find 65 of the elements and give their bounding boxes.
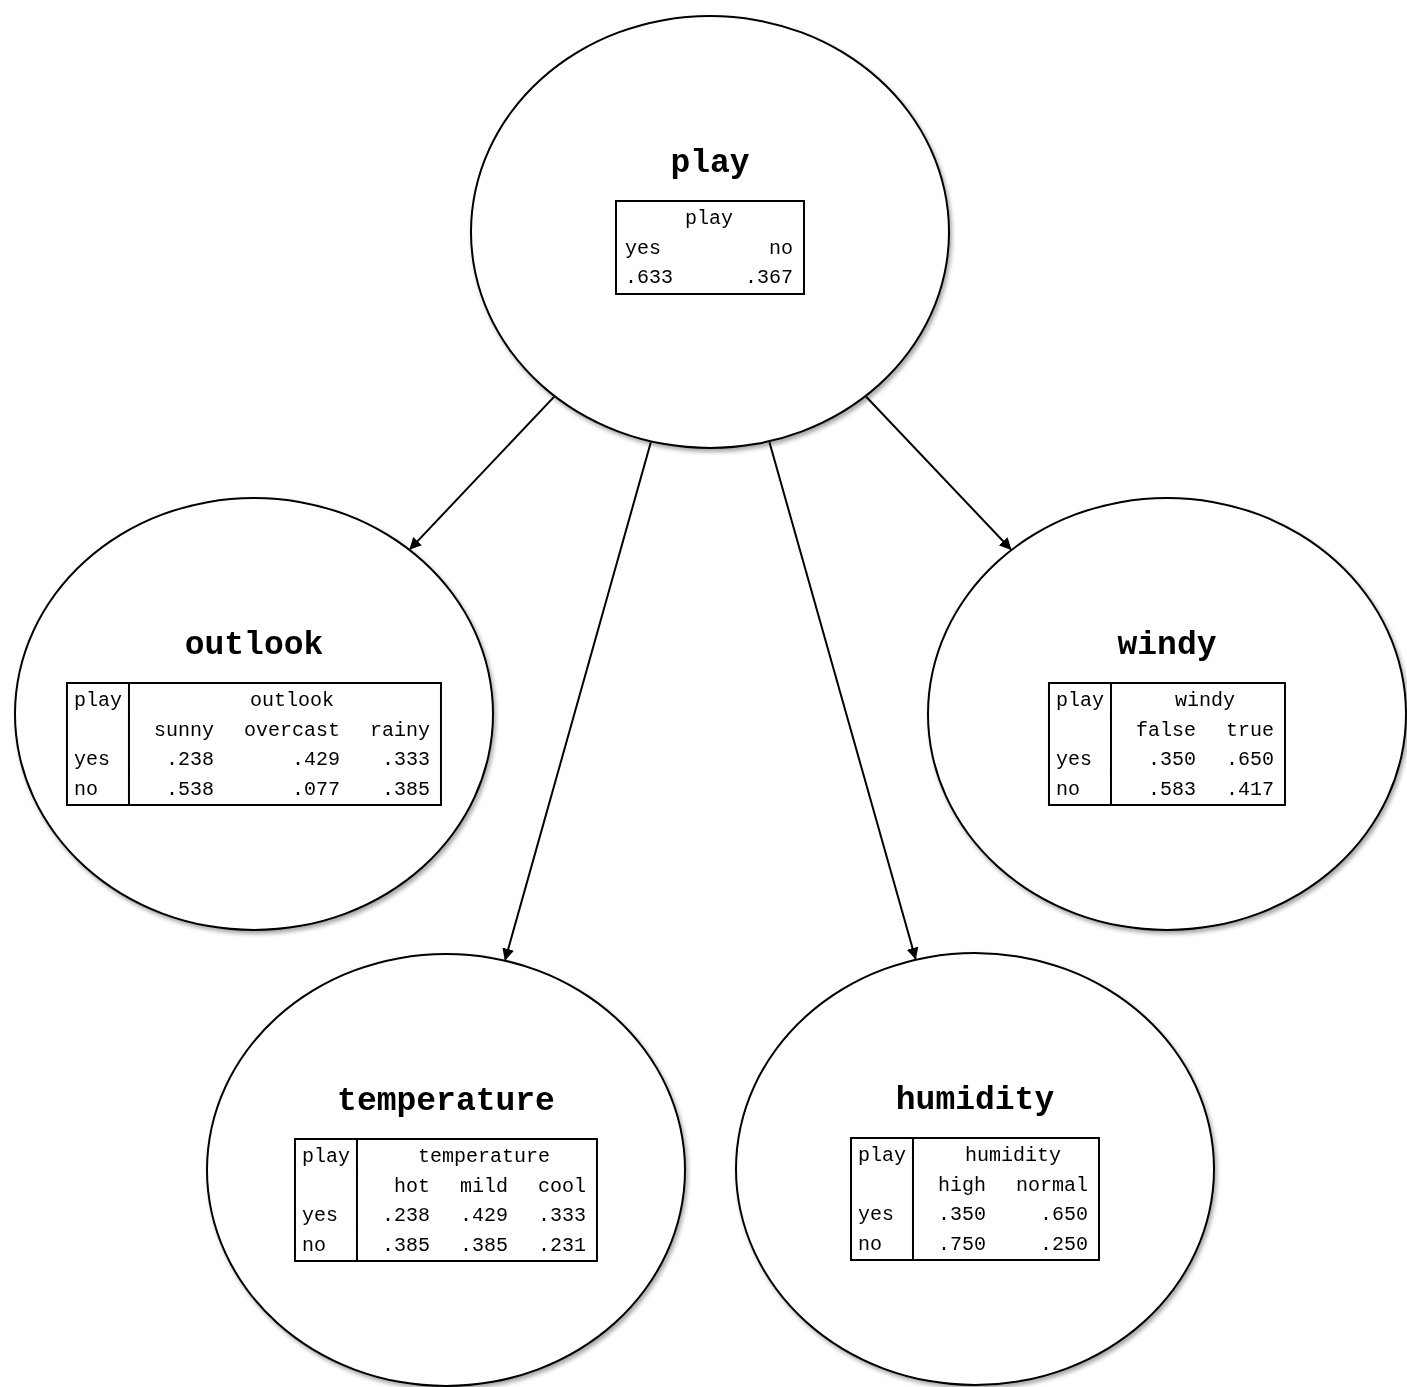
table-cell-text: mild [459,1173,509,1200]
arrow [502,441,652,961]
table-cell-text: .238 [381,1203,431,1229]
arrow [409,395,555,551]
table-cell-text: sunny [153,717,215,744]
table-cell-text: false [1135,717,1197,744]
node-title: outlook [184,627,324,664]
table-cell-text: .583 [1147,776,1197,803]
table-cell-text: .231 [537,1232,588,1259]
table-cell-text: .077 [291,776,341,803]
table-cell-text: .350 [1147,747,1197,773]
table-cell-text: high [937,1172,987,1199]
table-cell-text: .333 [381,747,432,773]
table-cell-text: .633 [624,265,674,291]
table-cell: yes [1050,743,1112,775]
table-cell-text: .650 [1039,1202,1089,1228]
table-cell-text: overcast [243,717,341,744]
table-cell-text: no [768,235,794,262]
probability-table [293,1138,599,1262]
table-cell-text: .429 [459,1203,509,1229]
table-header: windy [1174,688,1236,714]
node-title: play [670,145,750,182]
node-title: humidity [895,1082,1055,1119]
arrow [865,395,1012,551]
probability-table [65,682,443,806]
table-cell: yes [295,1199,358,1231]
table-header: humidity [964,1143,1062,1169]
probability-table [615,200,805,295]
table-cell-text: .385 [381,776,432,803]
table-cell: no [1050,772,1112,804]
table-cell: yes [67,743,130,775]
table-cell-text: .250 [1039,1231,1089,1258]
table-header: outlook [249,688,335,714]
table-cell-text: hot [393,1173,431,1200]
arrow [768,441,919,960]
table-cell-text: .538 [165,776,215,803]
table-cell-text: .385 [381,1232,431,1259]
table-cell-text: yes [624,235,662,262]
table-header: play [684,206,734,232]
table-cell-text: true [1225,717,1275,744]
table-cell: yes [852,1198,914,1230]
table-header: play [852,1139,914,1171]
probability-table [850,1137,1100,1261]
table-cell-text: .333 [537,1203,588,1229]
table-header: play [67,684,130,716]
table-cell-text: .367 [744,265,794,291]
table-cell-text: .417 [1225,776,1275,803]
node-title: temperature [337,1083,555,1120]
table-cell-text: cool [537,1173,588,1200]
table-header: play [295,1140,358,1172]
table-cell-text: .350 [937,1202,987,1228]
table-cell: no [852,1227,914,1259]
table-header: play [1050,684,1112,716]
table-cell-text: normal [1015,1172,1089,1199]
table-cell-text: .238 [165,747,215,773]
table-cell-text: .385 [459,1232,509,1259]
table-cell-text: rainy [369,717,432,744]
probability-table [1048,682,1286,806]
table-cell: no [295,1228,358,1260]
table-cell-text: .650 [1225,747,1275,773]
table-header: temperature [417,1144,551,1170]
table-cell-text: .429 [291,747,341,773]
node-title: windy [1117,627,1217,664]
table-cell-text: .750 [937,1231,987,1258]
table-cell: no [67,772,130,804]
